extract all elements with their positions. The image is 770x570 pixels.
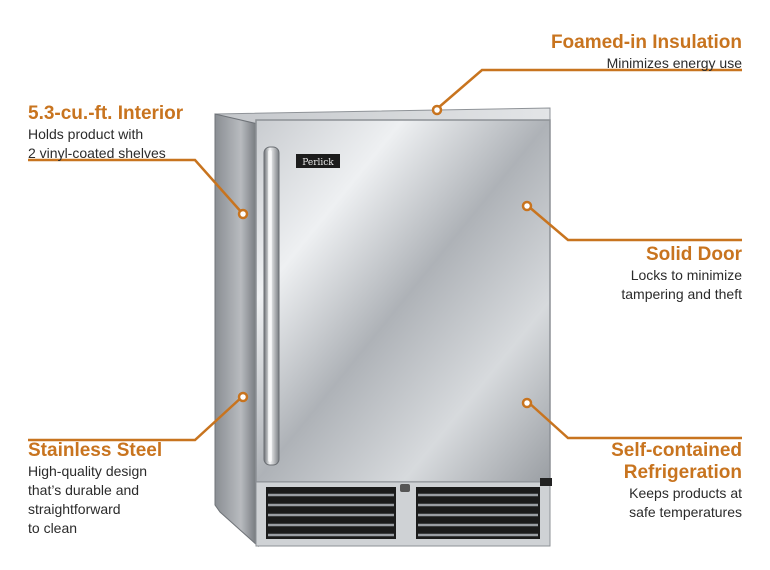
callout-desc: Minimizes energy use — [606, 55, 742, 71]
refrigerator-door — [255, 119, 551, 483]
brand-logo-text: Perlick — [302, 158, 334, 168]
callout-refrigeration: Self-contained Refrigeration Keeps produ… — [611, 440, 742, 522]
lock — [400, 484, 410, 492]
leader-line-door — [527, 205, 742, 242]
leader-line-insulation — [437, 68, 742, 109]
anchor-dot-interior — [237, 208, 249, 220]
brand-logo — [296, 154, 340, 168]
callout-title: Stainless Steel — [28, 440, 163, 461]
leader-line-interior — [28, 158, 244, 215]
callout-desc: Holds product with — [28, 126, 144, 142]
callout-door: Solid Door Locks to minimize tampering a… — [621, 244, 742, 304]
anchor-dot-door — [521, 200, 533, 212]
callout-desc: straightforward — [28, 501, 121, 517]
callout-desc: tampering and theft — [621, 286, 742, 302]
callout-interior: 5.3-cu.-ft. Interior Holds product with … — [28, 103, 183, 163]
callout-title: Foamed-in Insulation — [550, 32, 742, 53]
side-hinge — [540, 478, 552, 486]
callout-desc: 2 vinyl-coated shelves — [28, 145, 166, 161]
leader-line-steel — [28, 395, 244, 442]
callout-title: Self-contained — [611, 440, 742, 461]
anchor-dot-insulation — [431, 104, 443, 116]
callout-desc: Keeps products at — [629, 485, 742, 501]
callout-desc: to clean — [28, 520, 78, 536]
callout-title: 5.3-cu.-ft. Interior — [28, 103, 184, 124]
callout-desc: safe temperatures — [629, 504, 742, 520]
cabinet-side — [214, 113, 259, 548]
anchor-dot-refrigeration — [521, 397, 533, 409]
anchor-dot-steel — [237, 391, 249, 403]
callout-title: Refrigeration — [623, 462, 742, 483]
callout-title: Solid Door — [645, 244, 742, 265]
callout-insulation: Foamed-in Insulation Minimizes energy us… — [551, 32, 742, 73]
callout-stainless-steel: Stainless Steel High-quality design that… — [28, 440, 162, 538]
callout-desc: High-quality design — [28, 463, 148, 479]
callout-desc: Locks to minimize — [630, 267, 742, 283]
leader-line-refrigeration — [527, 401, 742, 440]
callout-desc: that’s durable and — [28, 482, 140, 498]
